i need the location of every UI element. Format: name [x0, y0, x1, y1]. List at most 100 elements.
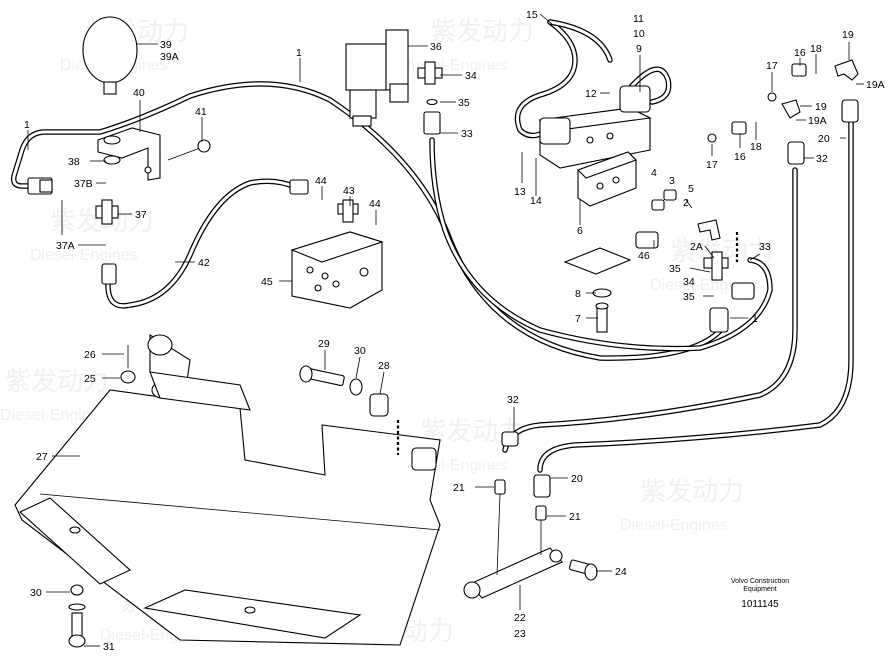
- callout-44a: 44: [315, 175, 327, 187]
- gasket-plate-6: [563, 247, 632, 275]
- fitting-21-lower: [535, 505, 547, 521]
- hose-network: [10, 19, 854, 473]
- drawing-number: 1011145: [741, 599, 779, 610]
- callout-19a: 19: [842, 29, 854, 41]
- callout-24: 24: [615, 566, 627, 578]
- callout-1b: 1: [296, 47, 302, 59]
- callout-10: 10: [633, 28, 645, 40]
- callout-25: 25: [84, 373, 96, 385]
- tee-2A: [703, 251, 729, 281]
- callout-43: 43: [343, 185, 355, 197]
- washer-38: [103, 155, 121, 165]
- valve-block-45: [290, 231, 384, 309]
- seal-35-upper: [426, 98, 438, 106]
- watermark-en-3: Diesel-Engines: [30, 247, 138, 264]
- callout-29: 29: [318, 338, 330, 350]
- callout-17a: 17: [766, 60, 778, 72]
- callout-34a: 34: [465, 70, 477, 82]
- callout-35b: 35: [669, 263, 681, 275]
- callout-39: 39: [160, 39, 172, 51]
- fitting-1-right: [709, 307, 729, 333]
- callout-23: 23: [514, 628, 526, 640]
- callout-14: 14: [530, 195, 542, 207]
- fitting-42-lower: [101, 263, 117, 285]
- callout-20a: 20: [818, 133, 830, 145]
- callout-46: 46: [638, 250, 650, 262]
- callout-41: 41: [195, 106, 207, 118]
- callout-39A: 39A: [160, 51, 179, 63]
- watermark-cn-7: 紫发动力: [640, 476, 744, 506]
- callout-33b: 33: [759, 241, 771, 253]
- callout-32a: 32: [816, 153, 828, 165]
- callout-16b: 16: [734, 151, 746, 163]
- callout-8: 8: [575, 288, 581, 300]
- bolt-31: [68, 612, 86, 648]
- callout-31: 31: [103, 641, 115, 653]
- fitting-1-left: [27, 177, 53, 195]
- callout-37A: 37A: [56, 240, 75, 252]
- callout-9: 9: [636, 43, 642, 55]
- callout-30b: 30: [30, 587, 42, 599]
- fitting-46: [635, 231, 659, 249]
- fitting-16-lower: [731, 121, 747, 135]
- elbow-19-lower: [781, 99, 801, 119]
- washer-25: [120, 370, 136, 384]
- bolt-41: [167, 139, 211, 161]
- fitting-3: [663, 189, 677, 201]
- elbow-2: [697, 219, 721, 241]
- callout-15: 15: [526, 9, 538, 21]
- callout-21b: 21: [569, 511, 581, 523]
- bracket-40: [97, 127, 161, 181]
- callout-13: 13: [514, 186, 526, 198]
- callout-12: 12: [585, 88, 597, 100]
- fitting-20-lower: [533, 474, 551, 498]
- callout-33a: 33: [461, 128, 473, 140]
- callout-44b: 44: [369, 198, 381, 210]
- callout-1c: 1: [752, 313, 758, 325]
- bushing-lower: [411, 447, 437, 471]
- watermark-en-2: Diesel-Engines: [400, 57, 508, 74]
- callout-26: 26: [84, 349, 96, 361]
- hose-32: [502, 167, 798, 453]
- callout-16a: 16: [794, 47, 806, 59]
- callout-27: 27: [36, 451, 48, 463]
- tee-43: [337, 199, 359, 223]
- solenoid-valve-36: [345, 29, 409, 127]
- callout-37: 37: [135, 209, 147, 221]
- callout-22: 22: [514, 612, 526, 624]
- callout-32b: 32: [507, 394, 519, 406]
- callout-1a: 1: [24, 119, 30, 131]
- drawing-footer: Volvo Construction Equipment 1011145: [705, 578, 815, 610]
- callout-19Ab: 19A: [808, 115, 827, 127]
- washer-30-upper: [349, 378, 363, 396]
- callout-45: 45: [261, 276, 273, 288]
- callout-37B: 37B: [74, 178, 93, 190]
- callout-18a: 18: [810, 43, 822, 55]
- fitting-33-lower: [731, 282, 755, 300]
- manifold-6: [576, 151, 638, 207]
- callout-36: 36: [430, 41, 442, 53]
- callout-30a: 30: [354, 345, 366, 357]
- callout-40: 40: [133, 87, 145, 99]
- callout-17b: 17: [706, 159, 718, 171]
- accumulator-39: [82, 16, 138, 95]
- seal-17-upper: [767, 92, 777, 102]
- watermark-en-7: Diesel-Engines: [620, 517, 728, 534]
- cylinder-22: [463, 547, 563, 599]
- callout-21a: 21: [453, 482, 465, 494]
- washer-30-seat: [70, 584, 84, 596]
- callout-2A: 2A: [690, 241, 703, 253]
- callout-18b: 18: [750, 141, 762, 153]
- tee-37: [95, 199, 119, 225]
- fitting-32-lower: [501, 431, 519, 447]
- bushing-28: [369, 393, 389, 417]
- valve-assembly-9: [538, 85, 652, 169]
- callout-20b: 20: [571, 473, 583, 485]
- fitting-33-upper: [423, 111, 441, 135]
- callout-28: 28: [378, 360, 390, 372]
- callout-6: 6: [577, 225, 583, 237]
- pin-24: [568, 559, 598, 581]
- callout-19b: 19: [815, 101, 827, 113]
- callout-35c: 35: [683, 291, 695, 303]
- callout-3: 3: [669, 175, 675, 187]
